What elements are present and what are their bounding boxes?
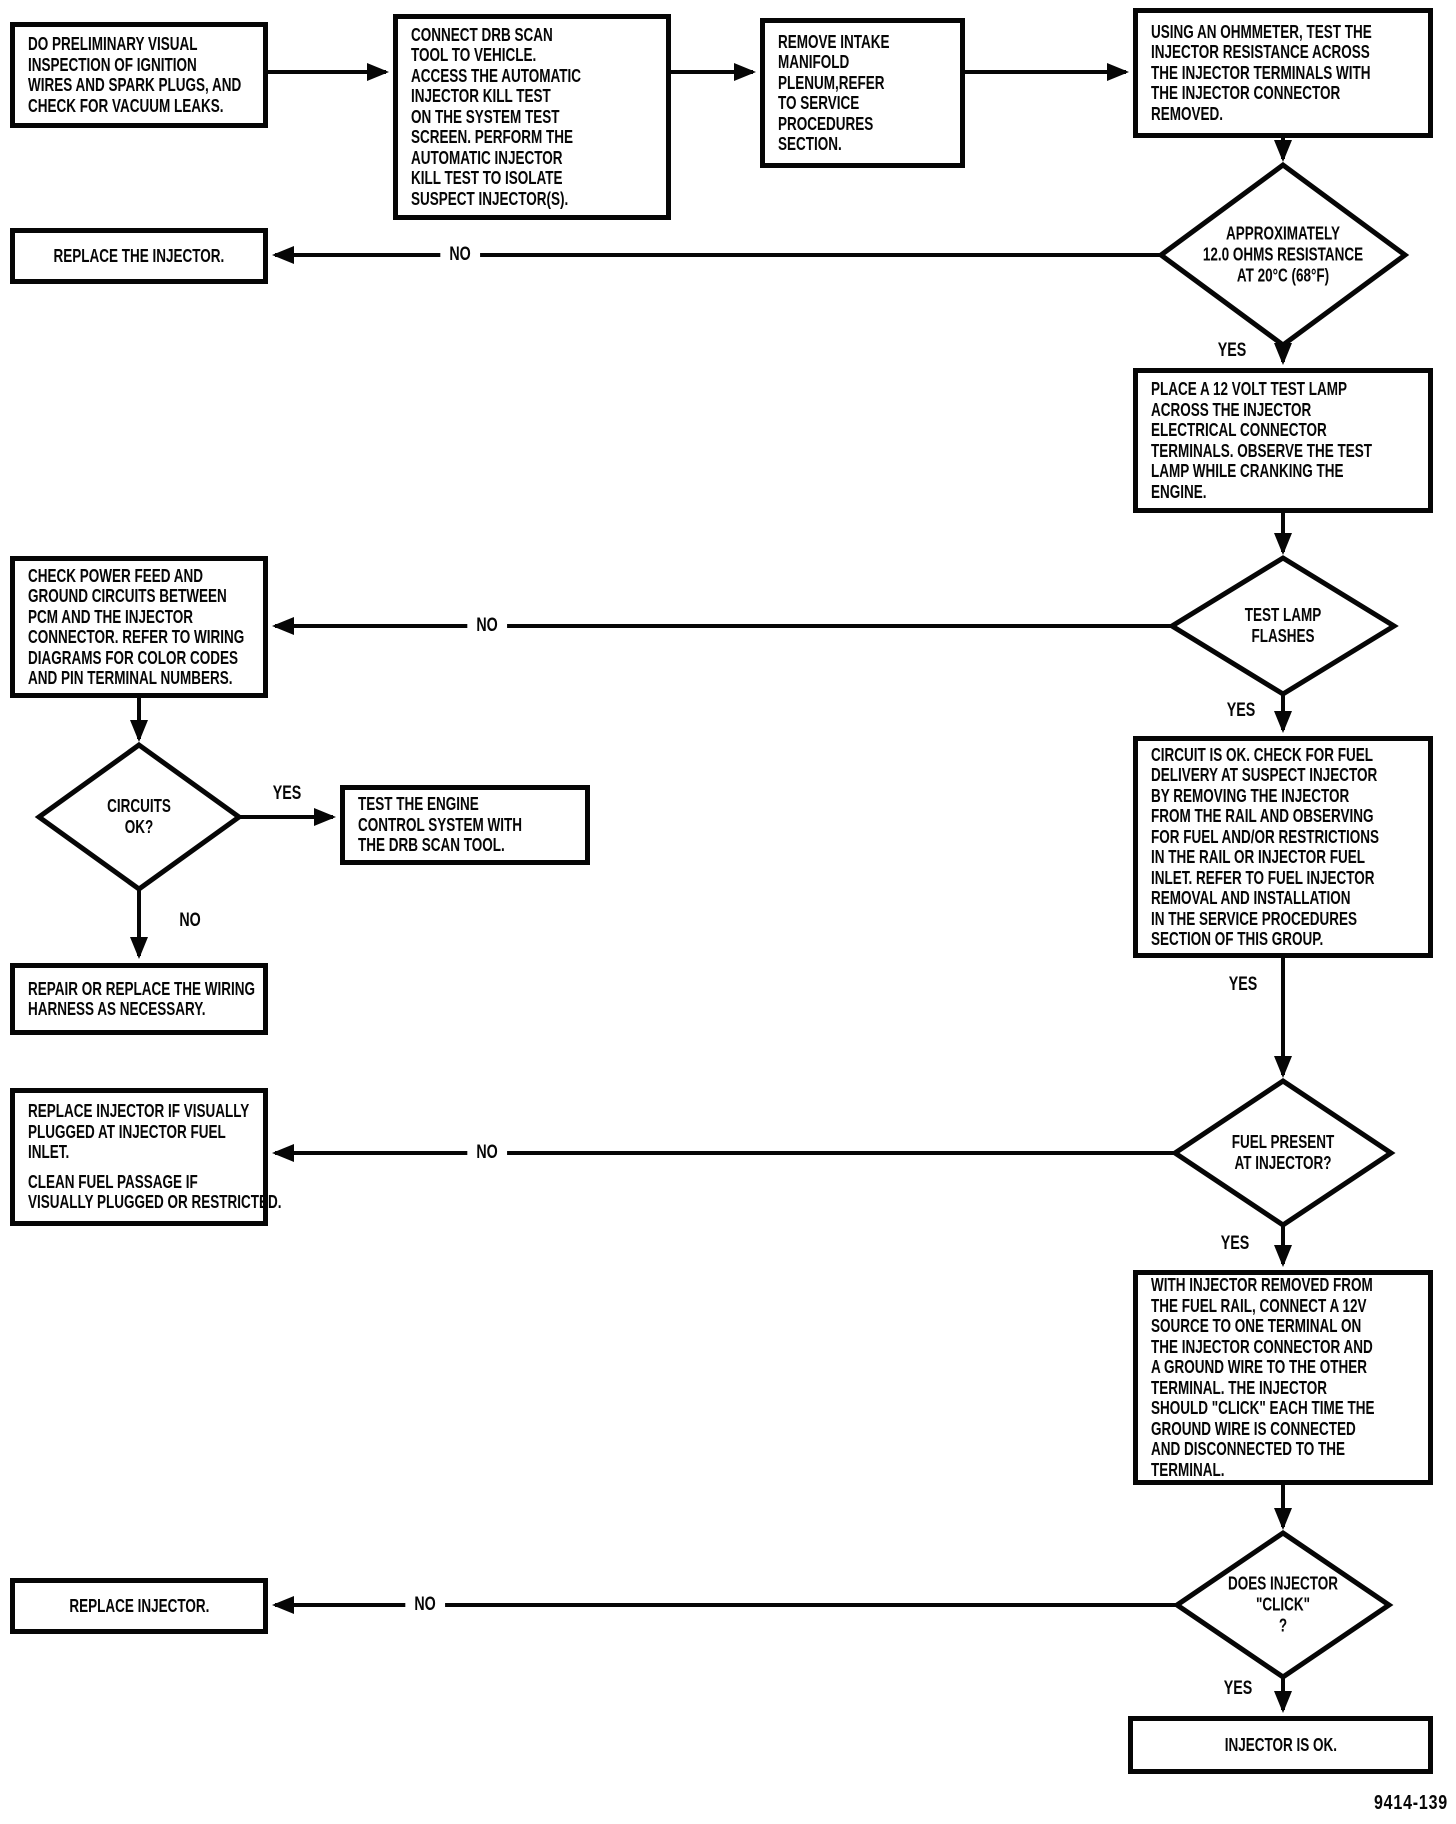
terminal-box-replace-injector: REPLACE INJECTOR. bbox=[10, 1578, 268, 1634]
decision-lamp-flashes-diamond bbox=[1167, 555, 1399, 697]
edge-label-yes-circuit-ok-fuel: YES bbox=[1219, 973, 1267, 997]
decision-circuits-ok-diamond bbox=[34, 741, 244, 893]
edge-label-yes-circuits-ok: YES bbox=[263, 782, 311, 806]
decision-fuel-present-diamond bbox=[1170, 1077, 1396, 1229]
edge-label-no-circuits-ok: NO bbox=[170, 909, 210, 933]
terminal-box-text: REPLACE INJECTOR. bbox=[68, 1595, 210, 1616]
terminal-box-text: INJECTOR IS OK. bbox=[1224, 1734, 1337, 1755]
figure-number: 9414-139 bbox=[1373, 1792, 1448, 1814]
edge-label-yes-lamp-flashes: YES bbox=[1217, 699, 1265, 723]
edge-label-no-resistance: NO bbox=[440, 243, 480, 267]
edge-label-no-lamp-flashes: NO bbox=[467, 614, 507, 638]
edge-label-yes-fuel-present: YES bbox=[1211, 1232, 1259, 1256]
edge-label-no-does-click: NO bbox=[405, 1593, 445, 1617]
decision-does-click-diamond bbox=[1172, 1529, 1394, 1681]
decision-does-click-label: DOES INJECTOR"CLICK"? bbox=[1227, 1573, 1339, 1636]
terminal-box-injector-is-ok: INJECTOR IS OK. bbox=[1128, 1716, 1433, 1774]
edge-label-yes-resistance: YES bbox=[1208, 339, 1256, 363]
terminal-box-replace-the-injector: REPLACE THE INJECTOR. bbox=[10, 228, 268, 284]
edge-label-no-fuel-present: NO bbox=[467, 1141, 507, 1165]
decision-resistance-diamond bbox=[1156, 161, 1410, 349]
terminal-box-text: REPLACE THE INJECTOR. bbox=[53, 245, 225, 266]
edge-label-yes-does-click: YES bbox=[1214, 1677, 1262, 1701]
